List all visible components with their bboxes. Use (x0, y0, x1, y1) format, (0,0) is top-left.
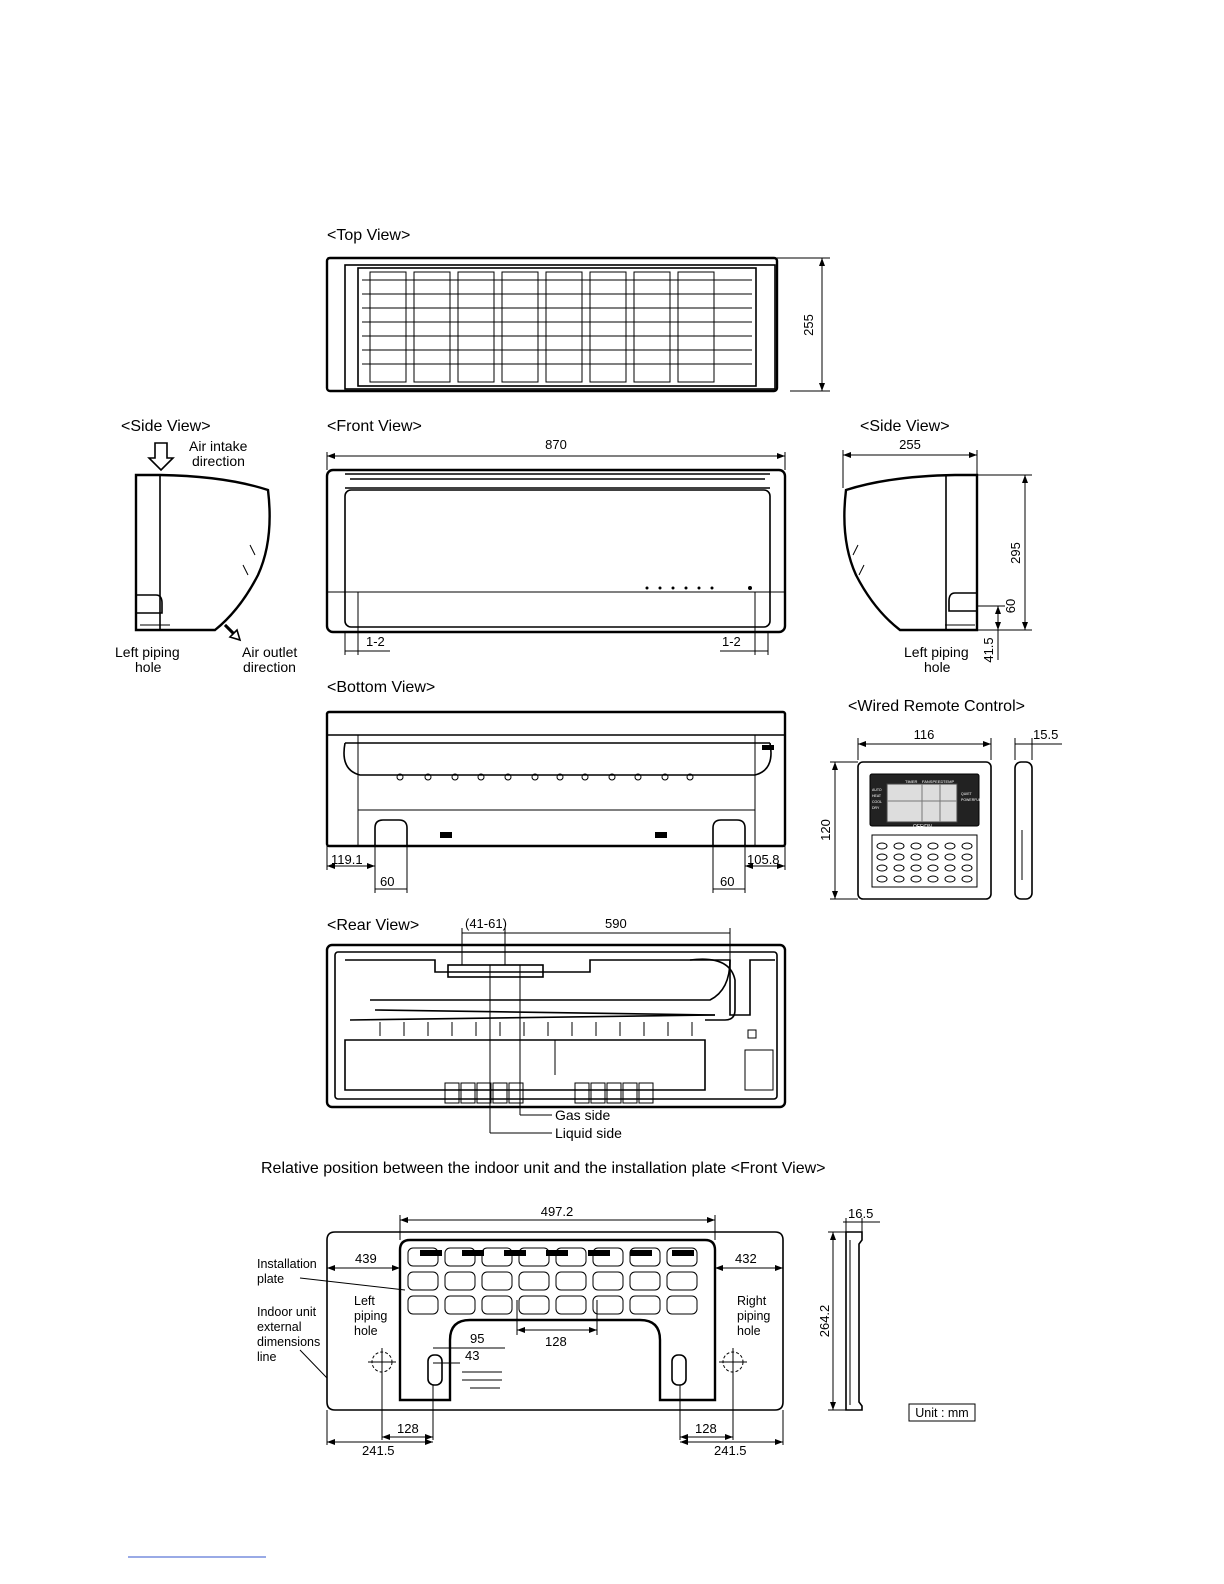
right-side-title: <Side View> (860, 418, 950, 435)
indoor-ext-label-3: dimensions (257, 1335, 320, 1349)
remote-lcd-heat: HEAT (872, 794, 882, 798)
top-view-title: <Top View> (327, 227, 410, 244)
rear-view-bottom-fins (444, 1082, 654, 1104)
air-outlet-arrow-icon (223, 623, 242, 642)
right-side-body (843, 473, 979, 632)
gas-side-label: Gas side (555, 1107, 610, 1123)
remote-lcd-auto: AUTO (872, 788, 882, 792)
remote-onoff-label: OFF/ON (913, 824, 932, 830)
front-gap-left-dim: 1-2 (366, 634, 385, 649)
left-pipe-label-2: hole (135, 659, 162, 675)
indoor-ext-label-4: line (257, 1350, 277, 1364)
rear-view-title: <Rear View> (327, 917, 419, 934)
plate-bl-241-dim: 241.5 (362, 1443, 395, 1458)
plate-height-dim: 264.2 (817, 1305, 832, 1338)
left-side-body (134, 473, 271, 632)
plate-left-439-dim: 439 (355, 1251, 377, 1266)
installation-plate-view: Relative position between the indoor uni… (257, 1160, 976, 1458)
front-width-dim: 870 (545, 437, 567, 452)
plate-depth-dim: 16.5 (848, 1206, 873, 1221)
remote-title: <Wired Remote Control> (848, 698, 1025, 715)
plate-left-pipe-label-3: hole (354, 1324, 378, 1338)
bottom-right-hole-dim: 60 (720, 874, 734, 889)
bottom-left-dim: 119.1 (331, 852, 363, 867)
air-intake-arrow-icon (147, 442, 175, 472)
plate-right-pipe-label-1: Right (737, 1294, 767, 1308)
plate-right-pipe-label-3: hole (737, 1324, 761, 1338)
left-pipe-label-1: Left piping (115, 644, 180, 660)
bottom-view-vents (396, 773, 694, 781)
indoor-ext-label-1: Indoor unit (257, 1305, 317, 1319)
rear-view: <Rear View> (41-61) 590 Gas side Liquid … (325, 916, 787, 1141)
right-side-pipe-h-dim: 60 (1003, 599, 1018, 613)
installation-plate (398, 1238, 717, 1402)
front-view: <Front View> 870 1-2 1-2 (325, 418, 787, 655)
bottom-view: <Bottom View> 119.1 60 60 105.8 (325, 679, 787, 893)
indoor-ext-label-2: external (257, 1320, 301, 1334)
rear-view-ribs (379, 1022, 693, 1036)
plate-right-pipe-label-2: piping (737, 1309, 770, 1323)
plate-center-128-dim: 128 (545, 1334, 567, 1349)
indoor-unit-outline (326, 1231, 784, 1411)
wired-remote-control: <Wired Remote Control> 116 15.5 TIMER FA… (818, 698, 1062, 900)
remote-lcd-powerful: POWERFUL (961, 798, 981, 802)
right-side-height-dim: 295 (1008, 542, 1023, 564)
right-pipe-label-2: hole (924, 659, 951, 675)
top-view: <Top View> 255 (325, 227, 830, 393)
right-side-pipe-b-dim: 41.5 (981, 637, 996, 662)
bottom-left-hole-dim: 60 (380, 874, 394, 889)
plate-br-128-dim: 128 (695, 1421, 717, 1436)
right-pipe-label-1: Left piping (904, 644, 969, 660)
air-intake-label-2: direction (192, 453, 245, 469)
plate-br-241-dim: 241.5 (714, 1443, 747, 1458)
remote-lcd-cool: COOL (872, 800, 882, 804)
remote-lcd-temp: TEMP (943, 779, 954, 784)
front-view-title: <Front View> (327, 418, 422, 435)
plate-bl-128-dim: 128 (397, 1421, 419, 1436)
bottom-view-title: <Bottom View> (327, 679, 435, 696)
remote-depth-dim: 15.5 (1033, 727, 1058, 742)
plate-43-dim: 43 (465, 1348, 479, 1363)
top-depth-dim: 255 (801, 314, 816, 336)
right-side-depth-dim: 255 (899, 437, 921, 452)
rear-range-dim: (41-61) (465, 916, 507, 931)
left-side-title: <Side View> (121, 418, 211, 435)
installation-plate-side-profile (845, 1231, 863, 1411)
remote-width-dim: 116 (914, 727, 935, 742)
rear-590-dim: 590 (605, 916, 627, 931)
top-view-grille (362, 271, 752, 383)
right-side-view: <Side View> 255 295 60 41.5 Left piping … (842, 418, 1032, 675)
front-gap-right-dim: 1-2 (722, 634, 741, 649)
plate-left-pipe-label-1: Left (354, 1294, 375, 1308)
remote-lcd-fanspeed: FANSPEED (922, 779, 943, 784)
remote-keypad (876, 842, 973, 883)
remote-height-dim: 120 (818, 819, 833, 841)
liquid-side-label: Liquid side (555, 1125, 622, 1141)
relative-position-caption: Relative position between the indoor uni… (261, 1160, 826, 1177)
air-outlet-label-1: Air outlet (242, 644, 297, 660)
installation-plate-grid (407, 1247, 698, 1315)
plate-right-432-dim: 432 (735, 1251, 757, 1266)
plate-width-dim: 497.2 (541, 1204, 574, 1219)
remote-lcd-dry: DRY (872, 806, 880, 810)
air-intake-label-1: Air intake (189, 438, 248, 454)
installation-plate-label-1: Installation (257, 1257, 317, 1271)
unit-label: Unit : mm (915, 1406, 968, 1420)
bottom-right-dim: 105.8 (747, 852, 780, 867)
remote-lcd-timer: TIMER (905, 779, 918, 784)
plate-95-dim: 95 (470, 1331, 484, 1346)
air-outlet-label-2: direction (243, 659, 296, 675)
left-side-view: <Side View> Air intake direction Left pi… (115, 418, 297, 675)
remote-lcd-quiet: QUIET (961, 792, 973, 796)
installation-plate-label-2: plate (257, 1272, 284, 1286)
plate-left-pipe-label-2: piping (354, 1309, 387, 1323)
